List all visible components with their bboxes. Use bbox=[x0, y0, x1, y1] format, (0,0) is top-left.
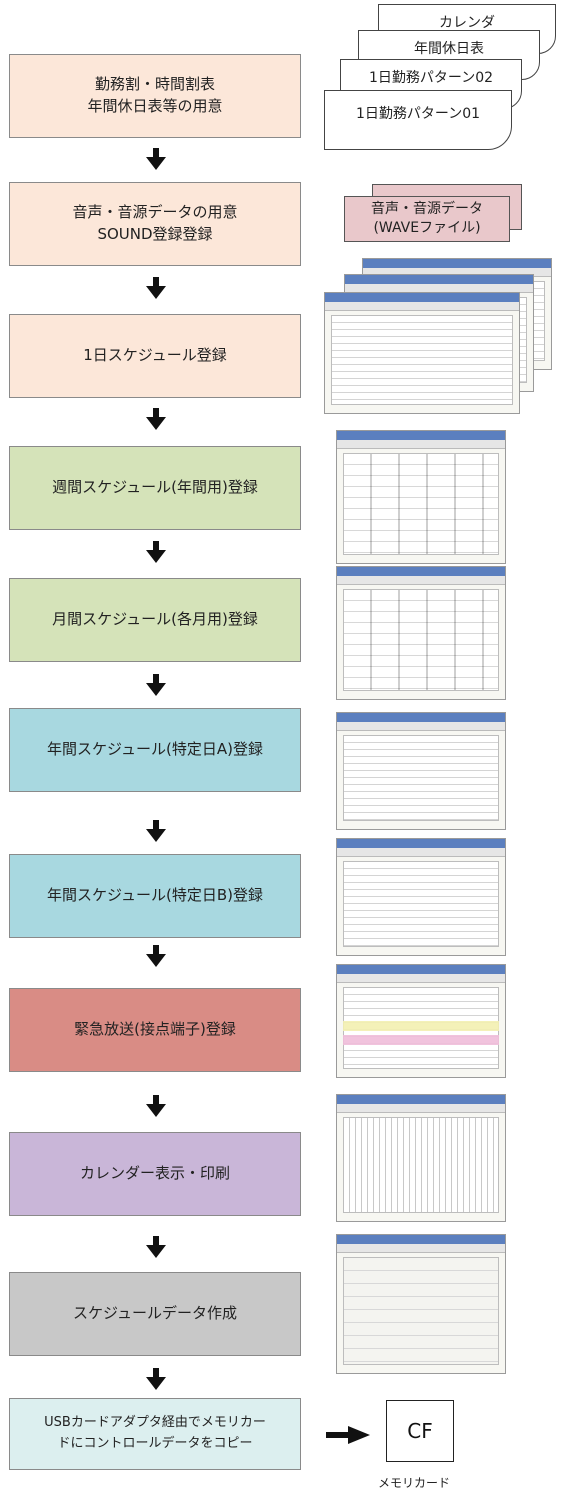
sound-data-box: 音声・音源データ (WAVEファイル) bbox=[344, 196, 510, 242]
cf-card: CF bbox=[386, 1400, 454, 1462]
down-arrow-icon bbox=[146, 1236, 166, 1258]
screenshot-monthly-schedule bbox=[336, 566, 506, 700]
step-label: 年間スケジュール(特定日A)登録 bbox=[47, 740, 263, 759]
screenshot-weekly-schedule bbox=[336, 430, 506, 564]
down-arrow-icon bbox=[146, 541, 166, 563]
step-label: 1日スケジュール登録 bbox=[83, 346, 227, 365]
step-annual-schedule-a: 年間スケジュール(特定日A)登録 bbox=[9, 708, 301, 792]
down-arrow-icon bbox=[146, 148, 166, 170]
step-label: 緊急放送(接点端子)登録 bbox=[74, 1020, 236, 1039]
step-daily-schedule: 1日スケジュール登録 bbox=[9, 314, 301, 398]
step-create-schedule-data: スケジュールデータ作成 bbox=[9, 1272, 301, 1356]
screenshot-annual-a bbox=[336, 712, 506, 830]
step-label: 勤務割・時間割表 年間休日表等の用意 bbox=[87, 75, 223, 115]
down-arrow-icon bbox=[146, 277, 166, 299]
step-annual-schedule-b: 年間スケジュール(特定日B)登録 bbox=[9, 854, 301, 938]
step-prepare-sound: 音声・音源データの用意 SOUND登録登録 bbox=[9, 182, 301, 266]
screenshot-annual-b bbox=[336, 838, 506, 956]
step-prepare-schedules: 勤務割・時間割表 年間休日表等の用意 bbox=[9, 54, 301, 138]
down-arrow-icon bbox=[146, 1095, 166, 1117]
step-label: 週間スケジュール(年間用)登録 bbox=[52, 478, 258, 497]
step-label: スケジュールデータ作成 bbox=[73, 1304, 237, 1323]
down-arrow-icon bbox=[146, 945, 166, 967]
down-arrow-icon bbox=[146, 820, 166, 842]
step-label: USBカードアダプタ経由でメモリカー ドにコントロールデータをコピー bbox=[44, 1415, 266, 1451]
step-emergency-broadcast: 緊急放送(接点端子)登録 bbox=[9, 988, 301, 1072]
screenshot-daily-schedule bbox=[324, 292, 520, 414]
sound-data-subtitle: (WAVEファイル) bbox=[373, 220, 481, 236]
document-work-pattern-01: 1日勤務パターン01 bbox=[324, 90, 512, 150]
right-arrow-icon bbox=[326, 1426, 370, 1444]
screenshot-emergency-broadcast bbox=[336, 964, 506, 1078]
step-label: カレンダー表示・印刷 bbox=[79, 1164, 230, 1183]
cf-card-caption: メモリカード bbox=[378, 1476, 451, 1490]
screenshot-calendar bbox=[336, 1094, 506, 1222]
down-arrow-icon bbox=[146, 1368, 166, 1390]
step-weekly-schedule: 週間スケジュール(年間用)登録 bbox=[9, 446, 301, 530]
sound-data-title: 音声・音源データ bbox=[371, 201, 483, 218]
down-arrow-icon bbox=[146, 674, 166, 696]
cf-card-label: CF bbox=[407, 1419, 433, 1443]
step-copy-to-memory-card: USBカードアダプタ経由でメモリカー ドにコントロールデータをコピー bbox=[9, 1398, 301, 1470]
step-label: 音声・音源データの用意 SOUND登録登録 bbox=[72, 203, 238, 243]
step-label: 年間スケジュール(特定日B)登録 bbox=[47, 886, 263, 905]
step-label: 月間スケジュール(各月用)登録 bbox=[52, 610, 258, 629]
step-monthly-schedule: 月間スケジュール(各月用)登録 bbox=[9, 578, 301, 662]
screenshot-create-data-dialog bbox=[336, 1234, 506, 1374]
step-calendar-print: カレンダー表示・印刷 bbox=[9, 1132, 301, 1216]
down-arrow-icon bbox=[146, 408, 166, 430]
